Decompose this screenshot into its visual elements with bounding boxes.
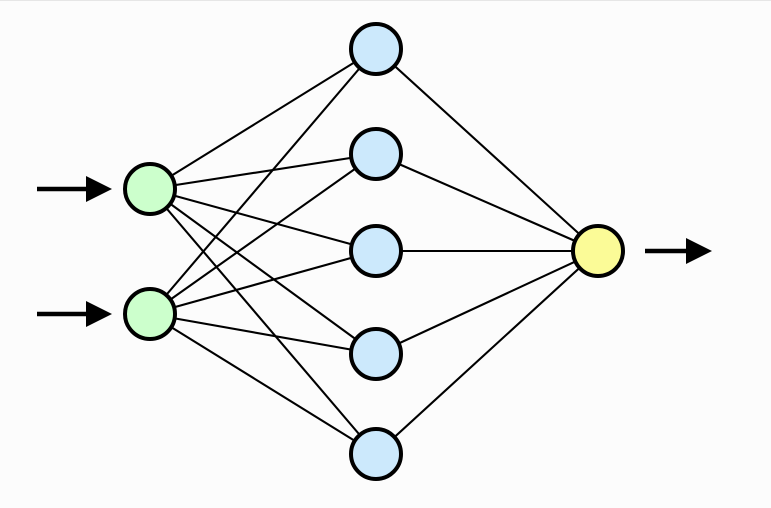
edges-group	[148, 47, 600, 456]
node-i2-input[interactable]	[123, 287, 177, 341]
node-i1-input[interactable]	[123, 162, 177, 216]
edge-h4-o1	[374, 249, 600, 356]
nodes-group	[123, 22, 625, 481]
edge-i1-h4	[148, 187, 378, 356]
edge-i1-h1	[148, 47, 378, 191]
output-arrow-head	[686, 238, 712, 264]
edge-h5-o1	[374, 249, 600, 456]
edge-h1-o1	[374, 47, 600, 253]
edge-i2-h1	[148, 47, 378, 316]
node-h3-hidden[interactable]	[349, 224, 403, 278]
node-h2-hidden[interactable]	[349, 127, 403, 181]
edge-i2-h2	[148, 152, 378, 316]
edge-i2-h4	[148, 312, 378, 356]
edge-i1-h3	[148, 187, 378, 253]
node-h5-hidden[interactable]	[349, 427, 403, 481]
input-arrow-1-head	[86, 176, 112, 202]
input-arrow-2-head	[86, 301, 112, 327]
edge-h2-o1	[374, 152, 600, 253]
node-o1-output[interactable]	[571, 224, 625, 278]
edge-i2-h5	[148, 312, 378, 456]
edge-i2-h3	[148, 249, 378, 316]
node-h4-hidden[interactable]	[349, 327, 403, 381]
edge-i1-h5	[148, 187, 378, 456]
edge-i1-h2	[148, 152, 378, 191]
io-arrows-group	[37, 176, 712, 327]
node-h1-hidden[interactable]	[349, 22, 403, 76]
